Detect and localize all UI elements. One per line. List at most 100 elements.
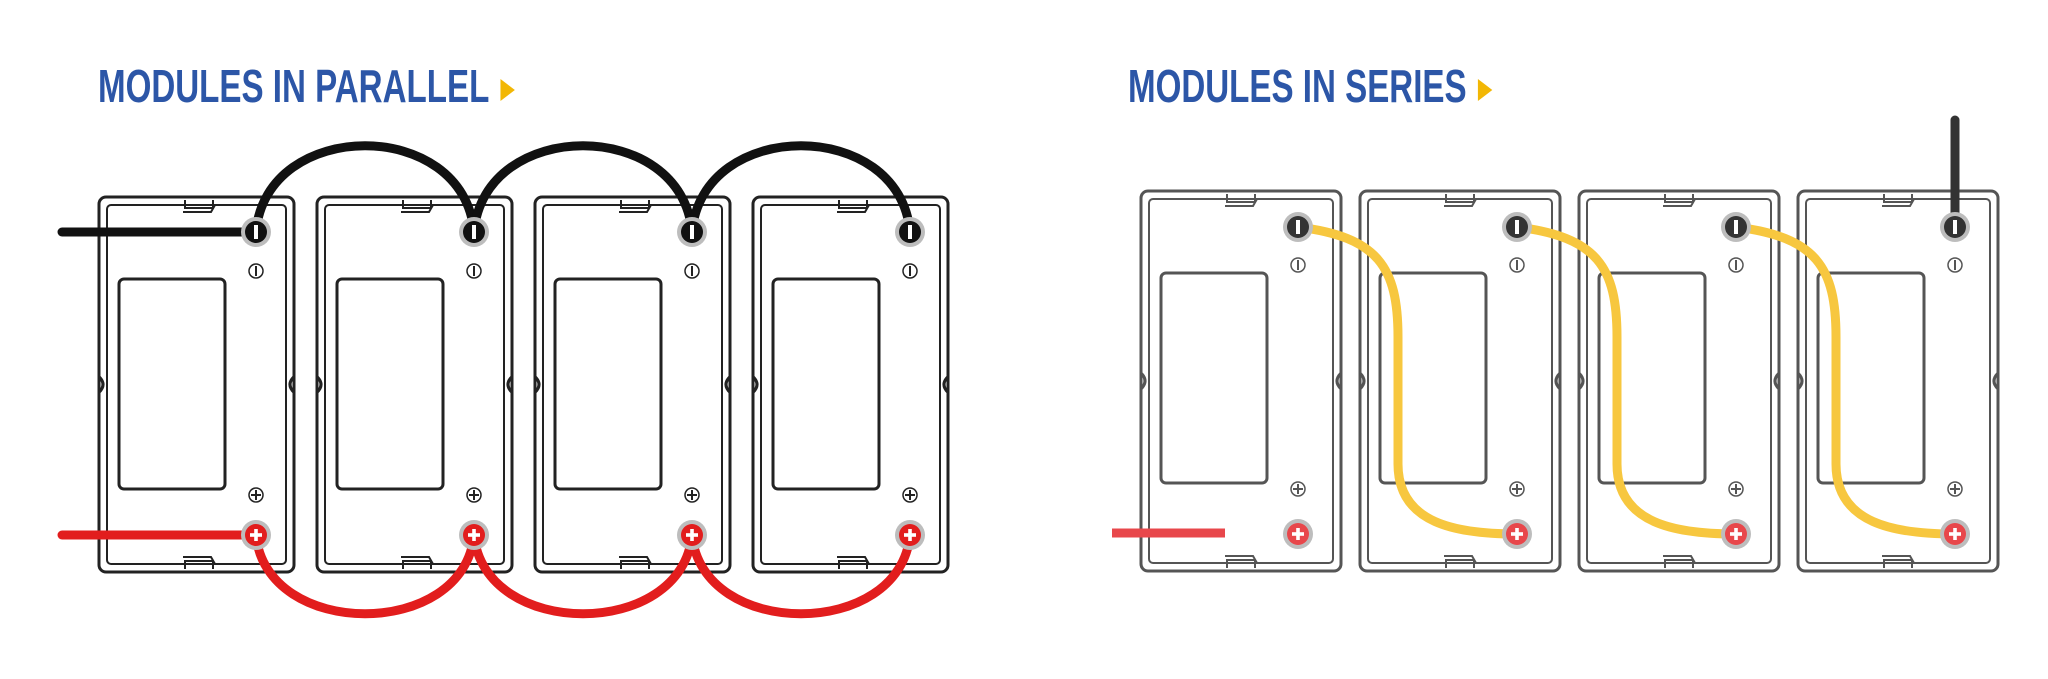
minus-terminal-icon bbox=[677, 217, 707, 247]
top-clip-edge bbox=[183, 204, 216, 213]
side-latch-right bbox=[1554, 371, 1562, 391]
side-latch-right bbox=[1773, 371, 1781, 391]
side-latch-right bbox=[1992, 371, 2000, 391]
top-clip-edge bbox=[401, 204, 434, 213]
polarity-minus-icon bbox=[248, 263, 264, 279]
bottom-clip bbox=[1445, 559, 1475, 568]
series-diagram bbox=[1112, 115, 2000, 573]
parallel-module-1 bbox=[97, 195, 296, 574]
parallel-module-2 bbox=[315, 195, 514, 574]
display-window bbox=[1816, 271, 1926, 485]
minus-terminal-icon bbox=[459, 217, 489, 247]
polarity-minus-icon bbox=[466, 263, 482, 279]
side-latch-left bbox=[533, 375, 541, 394]
bottom-clip bbox=[1883, 559, 1913, 568]
series-link-wire bbox=[1512, 222, 1741, 539]
series-wires bbox=[1112, 115, 1960, 539]
bottom-clip bbox=[184, 560, 214, 569]
parallel-terminals bbox=[241, 217, 925, 550]
plus-terminal-icon bbox=[1283, 519, 1313, 549]
polarity-minus-icon bbox=[1947, 257, 1963, 273]
polarity-plus-icon bbox=[466, 487, 482, 503]
polarity-minus-icon bbox=[1509, 257, 1525, 273]
polarity-plus-icon bbox=[1509, 481, 1525, 497]
polarity-plus-icon bbox=[1728, 481, 1744, 497]
top-clip bbox=[184, 200, 214, 209]
display-window bbox=[1159, 271, 1269, 485]
series-module-2 bbox=[1358, 189, 1562, 573]
top-clip-edge bbox=[837, 204, 870, 213]
polarity-plus-icon bbox=[684, 487, 700, 503]
side-latch-left bbox=[1577, 371, 1585, 391]
series-link-wire bbox=[1293, 222, 1522, 539]
side-latch-left bbox=[1796, 371, 1804, 391]
side-latch-left bbox=[1139, 371, 1147, 391]
side-latch-left bbox=[1358, 371, 1366, 391]
plus-terminal-icon bbox=[1721, 519, 1751, 549]
display-window bbox=[553, 277, 663, 491]
bottom-clip bbox=[1226, 559, 1256, 568]
negative-jumper-wire bbox=[469, 141, 697, 237]
side-latch-right bbox=[1335, 371, 1343, 391]
plus-terminal-icon bbox=[895, 520, 925, 550]
bottom-clip-edge bbox=[1882, 555, 1915, 564]
display-window bbox=[117, 277, 227, 491]
bottom-clip-edge bbox=[401, 556, 434, 565]
top-clip-edge bbox=[1663, 198, 1696, 207]
bottom-clip-edge bbox=[1225, 555, 1258, 564]
bottom-clip-edge bbox=[1663, 555, 1696, 564]
module-inner-frame bbox=[1586, 198, 1772, 564]
top-clip bbox=[1883, 194, 1913, 203]
top-clip-edge bbox=[1225, 198, 1258, 207]
module-inner-frame bbox=[106, 204, 287, 565]
module-inner-frame bbox=[324, 204, 505, 565]
display-window bbox=[771, 277, 881, 491]
plus-terminal-icon bbox=[677, 520, 707, 550]
series-module-1 bbox=[1139, 189, 1343, 573]
side-latch-right bbox=[506, 375, 514, 394]
polarity-plus-icon bbox=[902, 487, 918, 503]
top-clip-edge bbox=[619, 204, 652, 213]
top-clip bbox=[1445, 194, 1475, 203]
positive-jumper-wire bbox=[251, 530, 479, 619]
plus-terminal-icon bbox=[1940, 519, 1970, 549]
top-clip bbox=[1664, 194, 1694, 203]
display-window bbox=[1597, 271, 1707, 485]
bottom-clip bbox=[1664, 559, 1694, 568]
minus-terminal-icon bbox=[1502, 212, 1532, 242]
plus-terminal-icon bbox=[459, 520, 489, 550]
top-clip bbox=[402, 200, 432, 209]
top-clip bbox=[1226, 194, 1256, 203]
parallel-wires bbox=[57, 141, 915, 619]
series-terminals bbox=[1283, 212, 1970, 549]
bottom-clip bbox=[838, 560, 868, 569]
bottom-clip-edge bbox=[1444, 555, 1477, 564]
module-inner-frame bbox=[542, 204, 723, 565]
display-window bbox=[1378, 271, 1488, 485]
polarity-plus-icon bbox=[1947, 481, 1963, 497]
minus-terminal-icon bbox=[1283, 212, 1313, 242]
series-link-wire bbox=[1731, 222, 1960, 539]
module-inner-frame bbox=[1367, 198, 1553, 564]
side-latch-left bbox=[315, 375, 323, 394]
polarity-minus-icon bbox=[902, 263, 918, 279]
top-clip-edge bbox=[1882, 198, 1915, 207]
parallel-title: MODULES IN PARALLEL bbox=[98, 58, 516, 114]
bottom-clip-edge bbox=[837, 556, 870, 565]
bottom-clip bbox=[402, 560, 432, 569]
top-clip bbox=[838, 200, 868, 209]
plus-terminal-icon bbox=[1502, 519, 1532, 549]
top-clip bbox=[620, 200, 650, 209]
polarity-minus-icon bbox=[1290, 257, 1306, 273]
parallel-module-4 bbox=[751, 195, 950, 574]
module-inner-frame bbox=[1148, 198, 1334, 564]
side-latch-left bbox=[751, 375, 759, 394]
parallel-diagram bbox=[57, 141, 950, 619]
polarity-minus-icon bbox=[1728, 257, 1744, 273]
minus-terminal-icon bbox=[1721, 212, 1751, 242]
series-module-3 bbox=[1577, 189, 1781, 573]
plus-terminal-icon bbox=[241, 520, 271, 550]
series-module-4 bbox=[1796, 189, 2000, 573]
positive-jumper-wire bbox=[687, 530, 915, 619]
